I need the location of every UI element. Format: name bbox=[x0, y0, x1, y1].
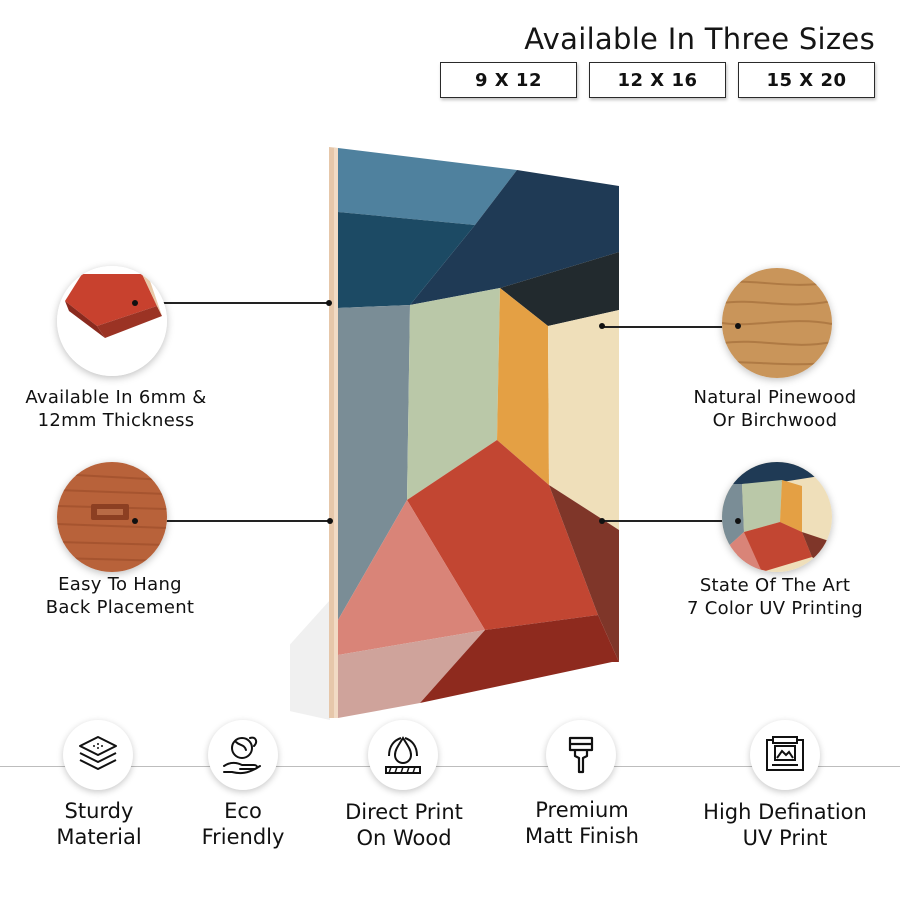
sizes-title: Available In Three Sizes bbox=[524, 22, 875, 56]
uv-printer-icon bbox=[750, 720, 820, 790]
thickness-image bbox=[57, 266, 167, 376]
paint-brush-icon bbox=[546, 720, 616, 790]
connector-dot bbox=[735, 518, 741, 524]
wood-grain-image bbox=[722, 268, 832, 378]
print-label: State Of The Art 7 Color UV Printing bbox=[686, 575, 864, 619]
sturdy-material-label: Sturdy Material bbox=[56, 799, 142, 849]
connector-dot bbox=[599, 323, 605, 329]
connector-dot bbox=[327, 518, 333, 524]
eco-hand-icon bbox=[208, 720, 278, 790]
wood-label: Natural Pinewood Or Birchwood bbox=[693, 387, 857, 431]
connector-dot bbox=[132, 300, 138, 306]
hanger-label: Easy To Hang Back Placement bbox=[45, 574, 195, 618]
connector-line bbox=[139, 302, 329, 304]
print-detail-image bbox=[722, 462, 832, 572]
wall-hanger-image bbox=[57, 462, 167, 572]
ink-drop-icon bbox=[368, 720, 438, 790]
direct-print-label: Direct Print On Wood bbox=[345, 800, 463, 850]
uv-print-label: High Defination UV Print bbox=[703, 800, 867, 850]
size-option-9x12[interactable]: 9 X 12 bbox=[440, 62, 577, 98]
connector-line bbox=[603, 326, 738, 328]
connector-line bbox=[135, 520, 330, 522]
size-option-15x20[interactable]: 15 X 20 bbox=[738, 62, 875, 98]
wood-art-panel bbox=[290, 147, 619, 720]
size-option-12x16[interactable]: 12 X 16 bbox=[589, 62, 726, 98]
connector-dot bbox=[735, 323, 741, 329]
connector-dot bbox=[326, 300, 332, 306]
layers-icon bbox=[63, 720, 133, 790]
matt-finish-label: Premium Matt Finish bbox=[525, 798, 639, 848]
connector-line bbox=[603, 520, 738, 522]
eco-friendly-label: Eco Friendly bbox=[201, 799, 285, 849]
connector-dot bbox=[132, 518, 138, 524]
bottom-divider bbox=[0, 766, 900, 767]
thickness-label: Available In 6mm & 12mm Thickness bbox=[25, 387, 207, 431]
connector-dot bbox=[599, 518, 605, 524]
